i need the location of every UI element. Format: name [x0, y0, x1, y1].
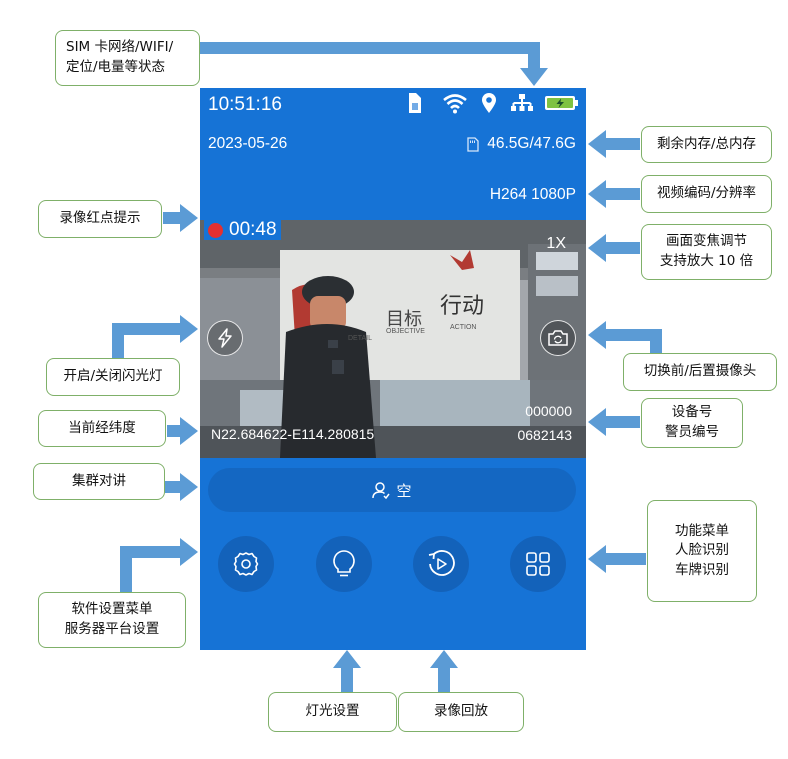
playback-button[interactable]	[413, 536, 469, 592]
police-id-label: 0682143	[517, 427, 572, 443]
storage-indicator: 46.5G/47.6G	[467, 135, 576, 153]
callout-zoom-line2: 支持放大 10 倍	[659, 253, 754, 269]
app-grid-icon	[526, 552, 550, 576]
arrow-settings	[120, 538, 198, 592]
callout-codec-text: 视频编码/分辨率	[656, 185, 757, 202]
ptt-talk-bar[interactable]: 空	[208, 468, 576, 512]
settings-gear-icon	[233, 552, 259, 576]
light-bulb-icon	[333, 550, 355, 577]
arrow-light	[333, 650, 361, 692]
arrow-function	[588, 545, 646, 573]
callout-flash: 开启/关闭闪光灯	[46, 358, 180, 396]
status-time: 10:51:16	[208, 94, 282, 115]
callout-function-line3: 车牌识别	[675, 561, 729, 578]
callout-coords: 当前经纬度	[38, 410, 166, 447]
storage-label: 46.5G/47.6G	[487, 135, 576, 152]
callout-settings-line2: 服务器平台设置	[64, 621, 160, 637]
callout-storage-text: 剩余内存/总内存	[656, 135, 757, 152]
switch-camera-button[interactable]	[540, 320, 576, 356]
arrow-switch	[588, 321, 662, 354]
recording-indicator: 00:48	[204, 220, 281, 240]
arrow-status	[200, 42, 548, 86]
rec-timer: 00:48	[229, 220, 277, 240]
callout-flash-text: 开启/关闭闪光灯	[63, 368, 163, 385]
arrow-zoom	[588, 234, 640, 262]
coordinates-label: N22.684622-E114.280815	[211, 426, 375, 442]
callout-playback-text: 录像回放	[434, 703, 488, 720]
callout-ptt: 集群对讲	[33, 463, 165, 500]
arrow-flash	[112, 315, 198, 358]
callout-zoom: 画面变焦调节 支持放大 10 倍	[641, 224, 772, 280]
callout-devid-line1: 设备号	[671, 404, 713, 421]
wall-text-goal: 目标	[386, 309, 422, 329]
wifi-icon	[442, 92, 468, 119]
callout-function-line1: 功能菜单	[675, 522, 729, 539]
phone-screen: 10:51:16 2023-05-26 46.5G/47.6G H264 108…	[200, 88, 586, 650]
callout-storage: 剩余内存/总内存	[641, 126, 772, 163]
function-menu-button[interactable]	[510, 536, 566, 592]
arrow-ptt	[165, 473, 198, 501]
callout-playback: 录像回放	[398, 692, 524, 732]
callout-status-line1: SIM 卡网络/WIFI/	[66, 39, 174, 56]
callout-device-id: 设备号 警员编号	[641, 398, 743, 448]
arrow-coords	[167, 417, 198, 445]
zoom-level[interactable]: 1X	[546, 235, 566, 252]
codec-label: H264 1080P	[489, 186, 576, 203]
camera-preview[interactable]: DETAIL 目标 OBJECTIVE 行动 ACTION 00:48 1X N…	[200, 220, 586, 458]
callout-switch-camera: 切换前/后置摄像头	[623, 353, 777, 391]
callout-settings: 软件设置菜单 服务器平台设置	[38, 592, 186, 648]
arrow-storage	[588, 130, 640, 158]
callout-light: 灯光设置	[268, 692, 397, 732]
settings-button[interactable]	[218, 536, 274, 592]
callout-rec-indicator: 录像红点提示	[38, 200, 162, 238]
callout-codec: 视频编码/分辨率	[641, 175, 772, 213]
callout-switch-text: 切换前/后置摄像头	[643, 363, 757, 380]
status-bar: 10:51:16	[200, 88, 586, 120]
callout-function-menu: 功能菜单 人脸识别 车牌识别	[647, 500, 757, 602]
callout-devid-line2: 警员编号	[665, 424, 719, 440]
callout-settings-line1: 软件设置菜单	[71, 601, 153, 618]
arrow-devid	[588, 408, 640, 436]
callout-coords-text: 当前经纬度	[68, 419, 136, 436]
date-label: 2023-05-26	[208, 135, 288, 152]
ptt-label: 空	[396, 482, 412, 500]
callout-ptt-text: 集群对讲	[72, 472, 126, 489]
sd-card-icon	[467, 136, 479, 152]
callout-light-text: 灯光设置	[305, 703, 360, 720]
rec-dot-icon	[208, 222, 223, 238]
light-settings-button[interactable]	[316, 536, 372, 592]
callout-rec-text: 录像红点提示	[59, 210, 141, 227]
wall-text-detail: DETAIL	[348, 335, 372, 342]
playback-icon	[428, 550, 455, 576]
network-icon	[510, 92, 534, 119]
wall-text-objective: OBJECTIVE	[386, 328, 425, 335]
flash-icon	[218, 328, 232, 348]
location-pin-icon	[480, 92, 498, 119]
callout-status-line2: 定位/电量等状态	[66, 59, 166, 75]
callout-status-icons: SIM 卡网络/WIFI/ 定位/电量等状态	[55, 30, 200, 86]
arrow-codec	[588, 180, 640, 208]
callout-zoom-line1: 画面变焦调节	[666, 233, 747, 250]
camera-scene	[200, 220, 586, 458]
arrow-playback	[430, 650, 458, 692]
arrow-rec	[163, 204, 198, 232]
flash-toggle-button[interactable]	[207, 320, 243, 356]
device-id-label: 000000	[525, 403, 572, 419]
person-icon	[372, 482, 391, 499]
wall-text-action-zh: 行动	[440, 293, 485, 318]
wall-text-action: ACTION	[450, 324, 477, 331]
callout-function-line2: 人脸识别	[675, 542, 729, 559]
battery-charging-icon	[544, 94, 580, 117]
switch-camera-icon	[548, 330, 568, 346]
sim-card-icon	[406, 92, 422, 119]
